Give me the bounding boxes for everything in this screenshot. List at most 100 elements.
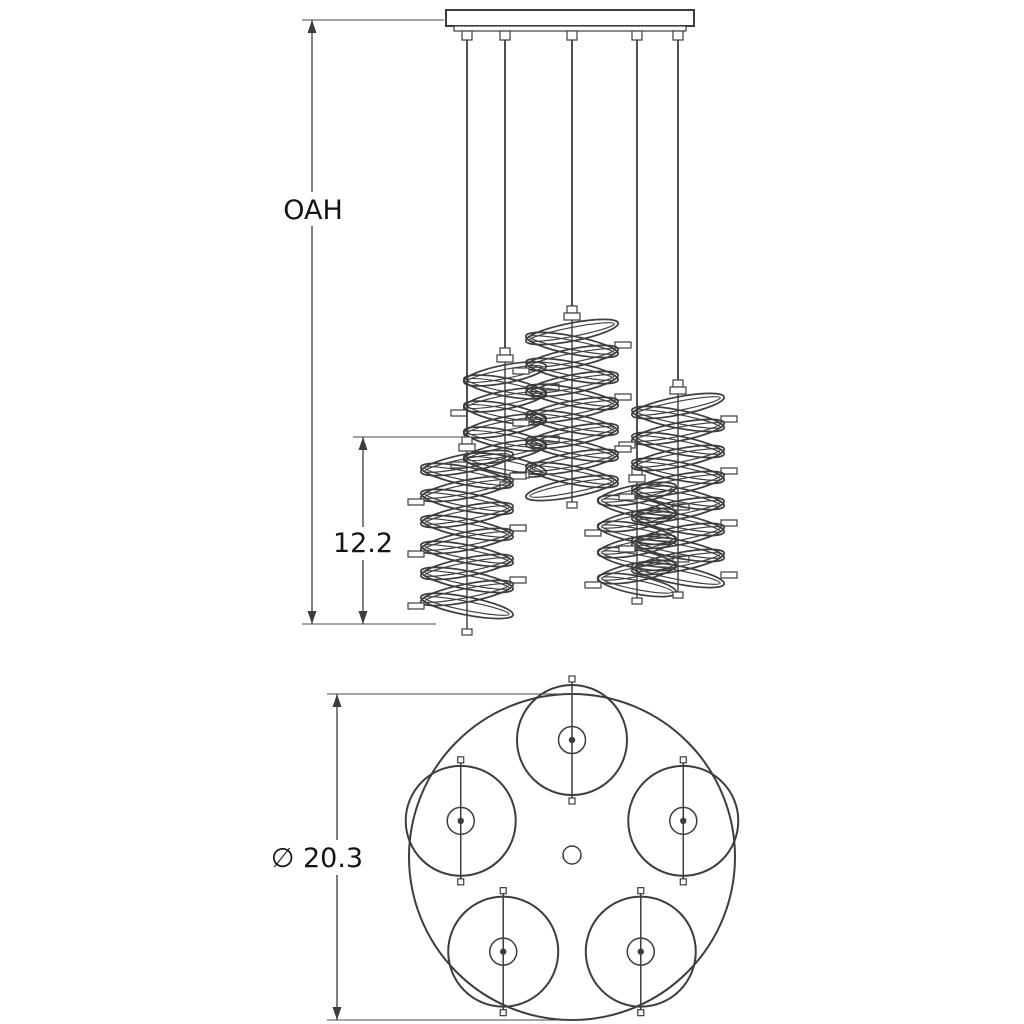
coil-tab — [509, 524, 527, 532]
canopy-plate — [445, 9, 695, 27]
coil-tab — [512, 419, 530, 427]
coil-cap — [458, 443, 476, 452]
canopy-stems — [461, 30, 684, 41]
coil-bottom-cap — [631, 597, 643, 605]
plan-axis-cap-top — [457, 756, 465, 764]
coil-cap — [669, 386, 687, 395]
coil-pendant-lower-left — [407, 40, 527, 636]
coil-cap — [628, 474, 646, 483]
plan-pendant-2 — [404, 756, 517, 886]
coil-tab — [512, 367, 530, 375]
coil-cap-small — [461, 436, 473, 445]
plan-axis-cap-bottom — [457, 878, 465, 886]
coil-loop-inner — [601, 576, 673, 594]
pendants-plan — [404, 675, 740, 1017]
plan-shade-circle — [404, 764, 517, 877]
length-arrow-up — [358, 437, 368, 450]
oah-label-bg — [281, 192, 345, 226]
coil-loop-inner — [635, 565, 721, 585]
length-arrow-down — [358, 611, 368, 624]
coil-tab — [618, 493, 636, 501]
coil-pendant-center — [512, 40, 632, 509]
canopy-stem — [672, 30, 684, 41]
coil-tab — [584, 581, 602, 589]
coil-bottom-cap — [672, 591, 684, 599]
plan-pendant-1 — [516, 675, 628, 805]
plan-socket-circle — [488, 937, 518, 966]
plan-pendant-3 — [627, 756, 740, 886]
plan-axis-cap-top — [679, 756, 687, 764]
coil-loop — [419, 592, 515, 620]
elevation-view: OAH 12.2 — [281, 9, 738, 636]
coil-tab — [407, 550, 425, 558]
length-label-bg — [333, 527, 393, 560]
pendants-elevation — [407, 30, 738, 636]
canopy-stem — [499, 30, 511, 41]
coil-tab — [720, 467, 738, 475]
plan-pendant-4 — [447, 887, 560, 1017]
canopy-stem — [631, 30, 643, 41]
oah-label: OAH — [283, 195, 343, 226]
coil-tab — [614, 341, 632, 349]
plan-center-dot — [637, 948, 644, 955]
coil-tab — [450, 409, 468, 417]
canopy-flange — [453, 25, 687, 32]
plan-center-dot — [568, 736, 576, 744]
oah-dimension: OAH — [281, 19, 444, 625]
plan-center-dot — [500, 948, 507, 955]
coil-cap — [563, 312, 581, 321]
plan-shade-circle — [516, 684, 628, 796]
coil-loop-inner — [424, 596, 510, 616]
coil-cap-small — [566, 305, 578, 314]
plan-axis-cap-top — [568, 675, 576, 683]
plan-axis-cap-bottom — [637, 1009, 645, 1017]
coil-tab — [614, 445, 632, 453]
coil-loop — [524, 474, 620, 502]
coil-cap — [496, 354, 514, 363]
coil-tab — [720, 571, 738, 579]
center-hole — [562, 845, 582, 865]
coil-tab — [509, 576, 527, 584]
dia-arrow-down — [332, 1007, 342, 1020]
dia-label: ∅ 20.3 — [271, 843, 363, 874]
plan-axis-cap-bottom — [499, 1009, 507, 1017]
plan-socket-circle — [626, 937, 656, 966]
plan-shade-circle — [627, 764, 740, 877]
plan-center-dot — [680, 817, 687, 825]
coil-bottom-cap — [461, 628, 473, 636]
plan-axis-cap-top — [637, 887, 645, 895]
coil-tab — [584, 529, 602, 537]
plan-axis-cap-bottom — [568, 797, 576, 805]
ceiling-canopy — [445, 9, 695, 32]
plan-shade-circle — [584, 895, 697, 1008]
canopy-stem — [461, 30, 473, 41]
plan-view: ∅ 20.3 — [271, 675, 740, 1021]
plan-axis-cap-top — [499, 887, 507, 895]
coil-tab — [618, 545, 636, 553]
oah-arrow-down — [307, 611, 317, 624]
plan-socket-circle — [446, 806, 475, 836]
diameter-dimension: ∅ 20.3 — [271, 693, 578, 1021]
plan-pendant-5 — [584, 887, 697, 1017]
coil-cap-small — [672, 379, 684, 388]
coil-tab — [509, 472, 527, 480]
canopy-stem — [566, 30, 578, 41]
coil-pendant-right — [618, 40, 738, 599]
pendant-length-dimension: 12.2 — [333, 436, 472, 624]
dia-arrow-up — [332, 694, 342, 707]
coil-tab — [720, 519, 738, 527]
coil-loop — [630, 561, 726, 589]
coil-loop — [462, 452, 548, 478]
coil-loop-inner — [529, 478, 615, 498]
oah-arrow-up — [307, 20, 317, 33]
length-label: 12.2 — [333, 528, 393, 559]
coil-tab — [720, 415, 738, 423]
coil-tab — [407, 602, 425, 610]
plan-socket-circle — [669, 806, 698, 836]
coil-tab — [407, 498, 425, 506]
dia-label-bg — [278, 840, 356, 875]
plan-axis-cap-bottom — [679, 878, 687, 886]
coil-bottom-cap — [566, 501, 578, 509]
coil-cap-small — [499, 347, 511, 356]
